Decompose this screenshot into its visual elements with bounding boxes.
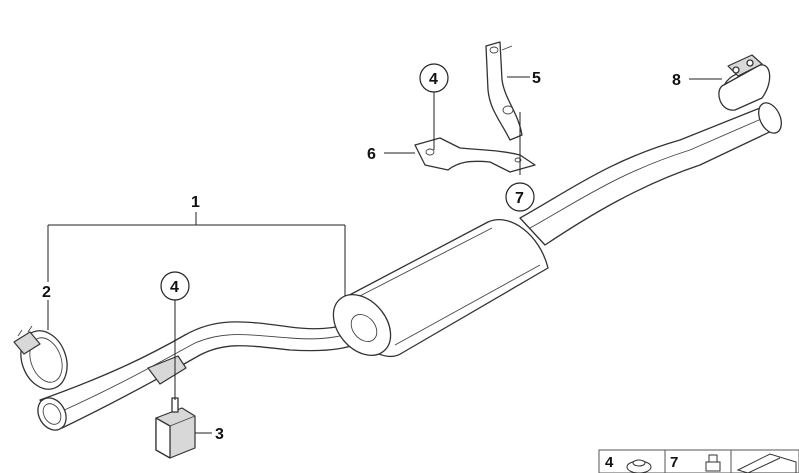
front-exhaust-pipe	[37, 317, 373, 431]
callout-circle-4-top	[419, 63, 449, 93]
callout-label-3: 3	[215, 426, 224, 443]
callout-label-4-top: 4	[429, 71, 438, 88]
callout-label-8: 8	[672, 72, 681, 89]
bolt-icon	[705, 454, 721, 472]
center-muffler	[332, 219, 549, 358]
callout-label-6: 6	[367, 146, 376, 163]
pipe-clamp-left	[13, 325, 68, 390]
rear-exhaust-pipe	[519, 102, 782, 246]
hanger-bracket	[485, 41, 523, 175]
callout-label-5: 5	[532, 70, 541, 87]
rubber-mount	[155, 397, 196, 459]
callout-circle-4-bottom	[160, 271, 190, 301]
callout-circle-7	[505, 182, 535, 212]
callout-label-2: 2	[42, 284, 51, 301]
legend-label-7: 7	[670, 454, 678, 471]
hardware-legend: 4 7	[598, 449, 799, 473]
pipe-clamp-right	[718, 54, 771, 111]
nut-icon	[626, 459, 652, 473]
legend-label-4: 4	[605, 454, 614, 471]
leader-lines	[47, 76, 722, 434]
support-bracket	[414, 137, 536, 173]
callout-label-1: 1	[191, 194, 200, 211]
pipe-hanger-bracket	[147, 300, 187, 400]
callout-label-4-bottom: 4	[170, 279, 179, 296]
callout-label-7: 7	[515, 190, 524, 207]
